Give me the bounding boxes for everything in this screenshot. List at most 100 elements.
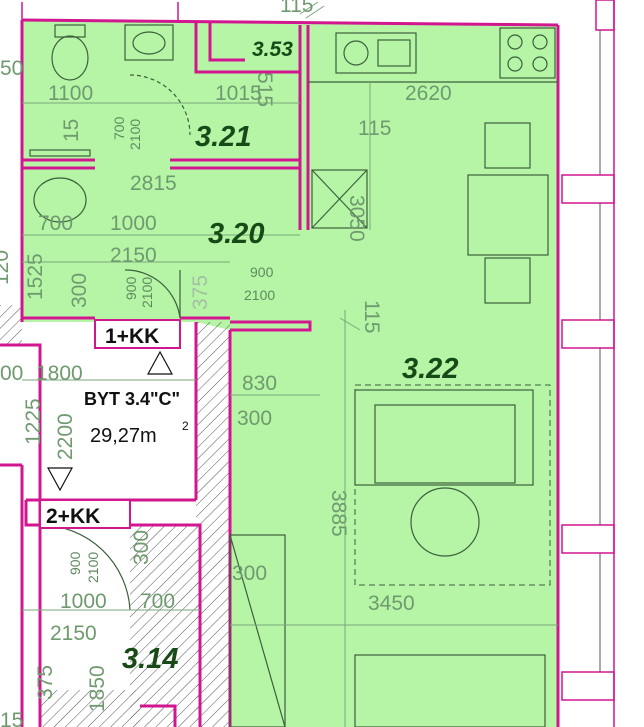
window-3 xyxy=(561,524,615,554)
dim-115-c: 115 xyxy=(280,0,313,17)
room-353: 3.53 xyxy=(252,38,293,61)
windows xyxy=(561,0,615,727)
dim-900-a: 900 xyxy=(123,276,139,300)
cooktop-burner-1 xyxy=(507,34,523,50)
hatch-lower-block xyxy=(130,525,200,727)
wardrobe-diag xyxy=(229,534,286,727)
toilet-tank xyxy=(54,24,86,38)
dim-3450: 3450 xyxy=(368,592,415,615)
shaft xyxy=(311,169,368,229)
unit-1kk-box xyxy=(94,319,181,349)
sofa xyxy=(354,389,534,486)
apartment-name: BYT 3.4"C" xyxy=(84,389,180,409)
dim-700-b: 700 xyxy=(38,212,73,235)
dim-700-c: 700 xyxy=(140,590,175,613)
dim-2100-a: 2100 xyxy=(127,119,143,150)
dim-1015: 1015 xyxy=(215,82,262,105)
room-321: 3.21 xyxy=(195,121,251,153)
wall-living-left xyxy=(230,320,312,332)
dimension-texts: 1100 1015 2620 115 15 700 2100 2815 3050… xyxy=(0,0,452,727)
sofa-seat xyxy=(374,404,516,484)
wall-lower-block xyxy=(130,523,202,727)
shaft-cross-2 xyxy=(311,169,368,229)
hatch-corridor-left xyxy=(0,305,22,345)
dim-375-a: 375 xyxy=(189,275,212,310)
dining-chair-top xyxy=(484,122,531,169)
cooktop xyxy=(499,27,556,79)
hatch-corridor-right xyxy=(196,322,230,727)
dim-2150-b: 2150 xyxy=(50,622,97,645)
dim-2815: 2815 xyxy=(130,172,177,195)
dim-2200: 2200 xyxy=(54,413,77,460)
dim-2100-b: 2100 xyxy=(139,277,155,308)
wall-bathroom-divider xyxy=(194,22,300,74)
dim-1000-a: 1000 xyxy=(110,212,157,235)
dim-15-a: 15 xyxy=(60,119,83,142)
dim-2150-a: 2150 xyxy=(110,244,157,267)
hatch-bottom-left xyxy=(40,690,140,727)
dim-900-b: 900 xyxy=(250,264,274,280)
bath-fixture-2 xyxy=(33,177,87,223)
wall-353-box xyxy=(208,22,245,62)
wall-top xyxy=(21,18,559,27)
floor-fill xyxy=(22,20,558,727)
unit-1kk-label: 1+KK xyxy=(105,325,159,348)
dim-1225: 1225 xyxy=(22,398,45,445)
triangle-up-icon xyxy=(146,350,174,375)
dim-15-b: 15 xyxy=(0,709,23,727)
dimension-lines xyxy=(22,1,558,727)
wall-corridor-left xyxy=(0,343,42,727)
dim-1850: 1850 xyxy=(86,665,109,712)
washbasin-bowl xyxy=(132,31,166,55)
furniture xyxy=(29,24,558,727)
apartment-area-exp: 2 xyxy=(182,419,189,433)
rug xyxy=(354,384,551,586)
window-top xyxy=(595,0,615,31)
room-labels: 3.53 3.21 3.20 3.22 3.14 xyxy=(122,38,458,675)
kitchen-sink xyxy=(335,32,417,74)
wardrobe xyxy=(229,534,286,727)
dim-115-a: 115 xyxy=(358,117,391,140)
dim-1000-b: 1000 xyxy=(60,590,107,613)
cooktop-burner-2 xyxy=(532,34,548,50)
toilet xyxy=(51,35,89,81)
dim-375-b: 375 xyxy=(34,665,57,700)
dining-chair-bottom xyxy=(484,257,531,304)
triangle-down-icon xyxy=(46,467,74,492)
dim-50: 50 xyxy=(0,57,23,80)
dim-3050: 3050 xyxy=(345,195,368,242)
dim-2100-c: 2100 xyxy=(244,287,275,303)
dim-300-d: 300 xyxy=(130,530,153,565)
dim-3885: 3885 xyxy=(327,490,350,537)
cooktop-burner-3 xyxy=(507,56,523,72)
dim-830: 830 xyxy=(242,372,277,395)
room-320: 3.20 xyxy=(208,218,264,250)
walls xyxy=(0,2,560,727)
dim-2620: 2620 xyxy=(405,82,452,105)
bath-fixture xyxy=(29,149,91,157)
room-314: 3.14 xyxy=(122,643,178,675)
dim-900-c: 900 xyxy=(67,551,83,575)
bed xyxy=(354,654,546,727)
floor-main-unit xyxy=(22,20,558,727)
dim-1525: 1525 xyxy=(24,253,47,300)
dim-00: 00 xyxy=(0,362,23,385)
window-2 xyxy=(561,319,615,349)
unit-2kk-box xyxy=(39,499,131,529)
dim-515: 515 xyxy=(253,72,276,107)
dim-1100: 1100 xyxy=(48,82,93,105)
washbasin xyxy=(124,24,174,61)
cooktop-burner-4 xyxy=(532,56,548,72)
window-4 xyxy=(561,671,615,701)
apartment-area: 29,27m xyxy=(90,425,157,447)
unit-2kk-label: 2+KK xyxy=(46,505,100,528)
dim-2100-d: 2100 xyxy=(85,552,101,583)
door-swing-entry xyxy=(124,269,181,319)
dim-300-b: 300 xyxy=(237,407,272,430)
window-1 xyxy=(561,174,615,204)
dim-120: 120 xyxy=(0,250,13,285)
dim-300-c: 300 xyxy=(232,562,267,585)
dim-300-a: 300 xyxy=(68,273,91,308)
kitchen-sink-drain xyxy=(377,39,411,67)
